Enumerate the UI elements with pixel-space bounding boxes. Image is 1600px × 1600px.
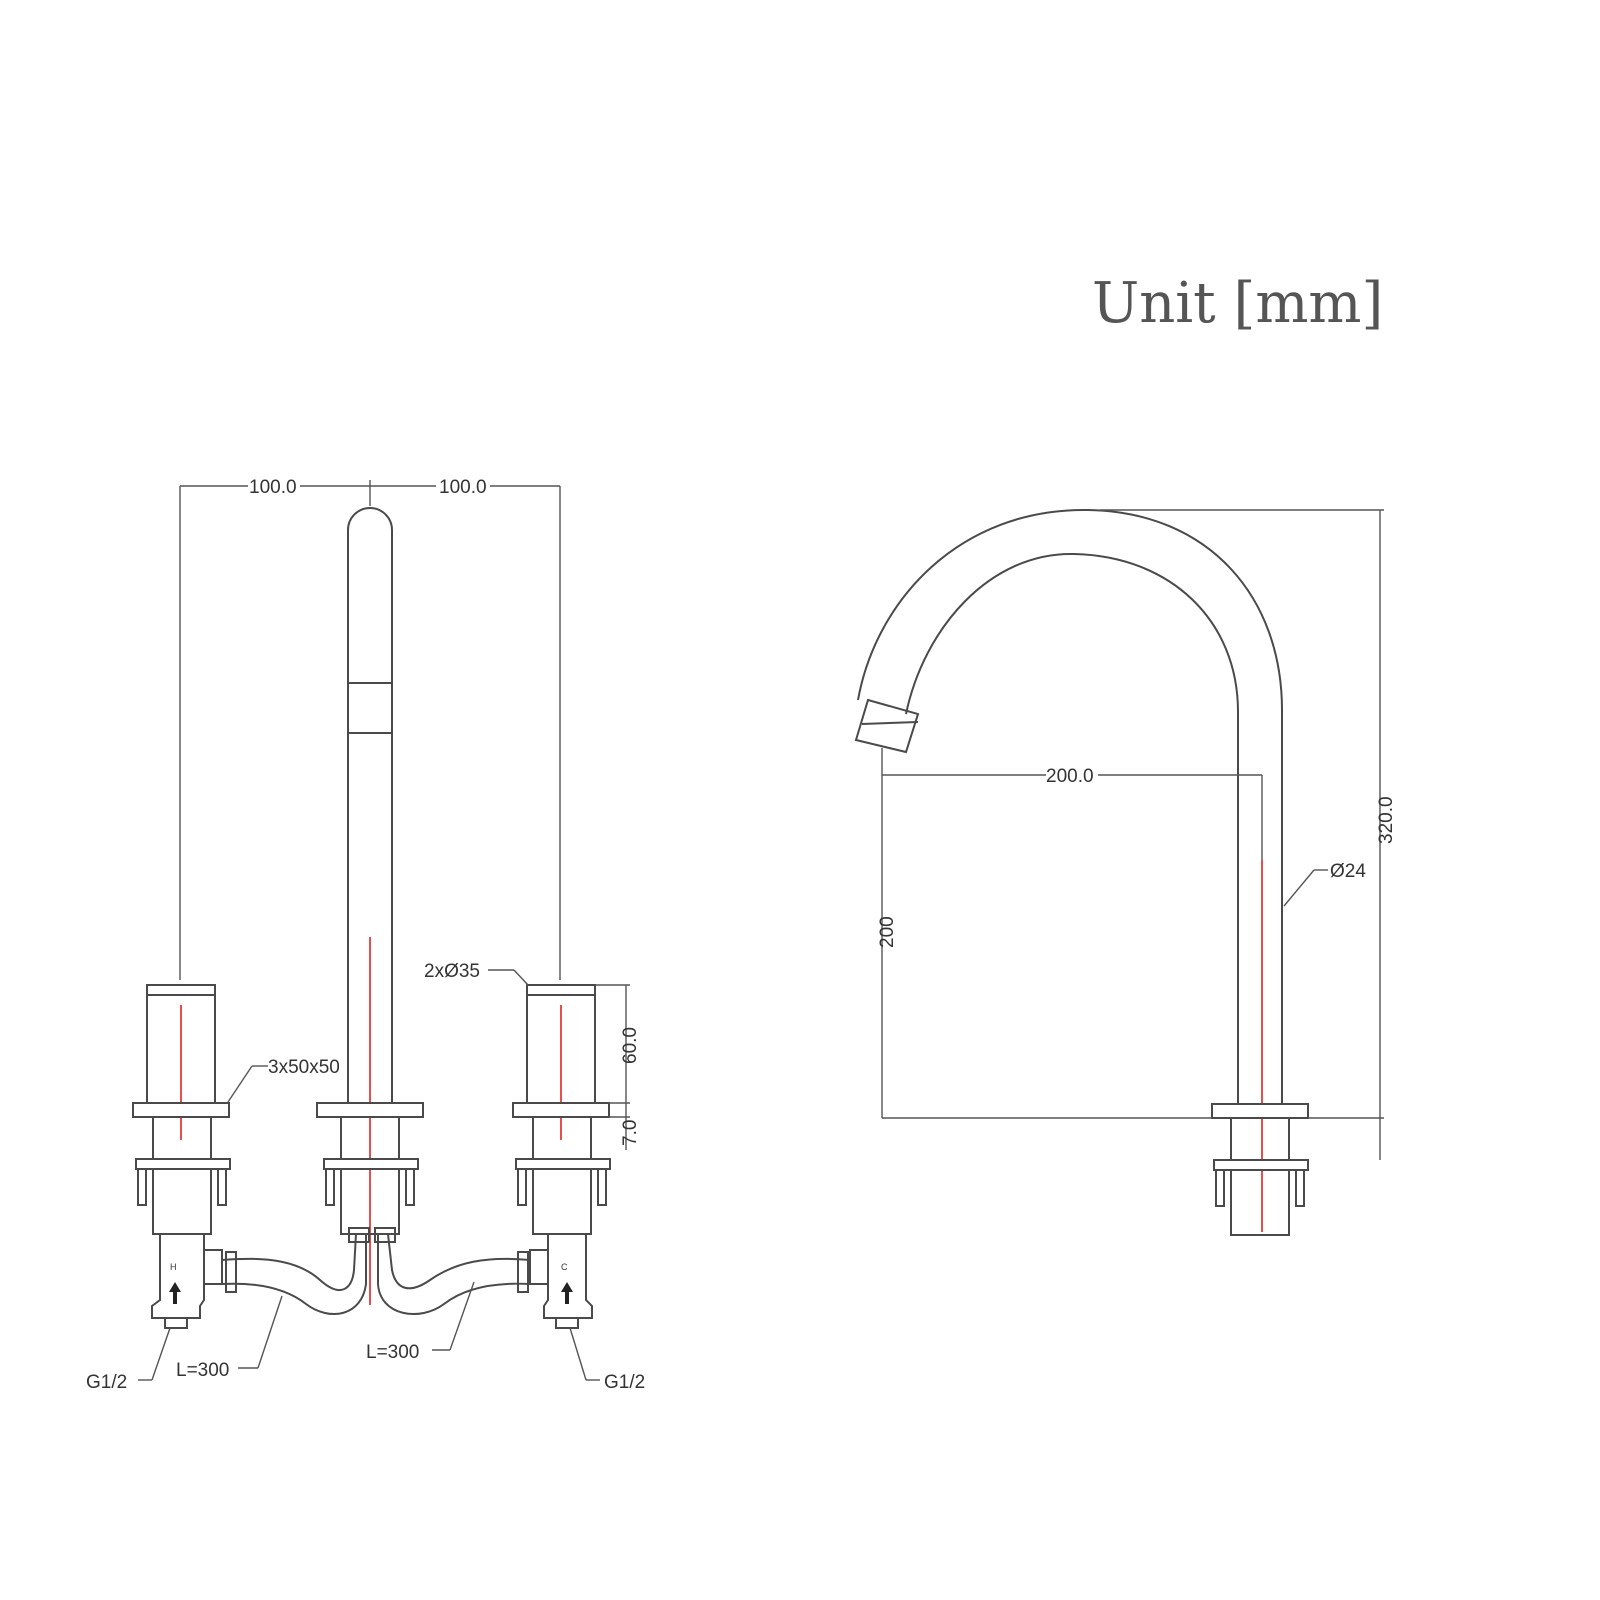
- side-dimensions: 320.0 200 200.0 Ø24: [877, 509, 1397, 1160]
- cold-mark: C: [561, 1262, 568, 1272]
- handle-height-label: 60.0: [620, 1027, 641, 1064]
- hose-left-label: L=300: [176, 1360, 229, 1381]
- left-handle: H: [132, 984, 231, 1329]
- center-spout: [316, 507, 424, 1305]
- connection-leaders: G1/2 L=300 L=300 G1/2: [86, 1281, 645, 1393]
- unit-label: Unit [mm]: [1092, 271, 1383, 336]
- thread-right-label: G1/2: [604, 1372, 645, 1393]
- dim-right-spacing: 100.0: [439, 477, 487, 498]
- reach-label: 200.0: [1046, 766, 1094, 787]
- inlet-arrow-icon: [169, 1282, 181, 1304]
- right-handle: C: [512, 984, 611, 1329]
- total-height-label: 320.0: [1376, 796, 1397, 844]
- thread-left-label: G1/2: [86, 1372, 127, 1393]
- flexible-hoses: [221, 1227, 531, 1316]
- handle-diameter-label: 2xØ35: [424, 961, 480, 982]
- spacing-dimension: 100.0 100.0: [179, 477, 561, 980]
- side-view: 320.0 200 200.0 Ø24: [854, 508, 1397, 1236]
- spout-height-label: 200: [877, 916, 898, 948]
- front-view: 100.0 100.0: [86, 477, 645, 1393]
- inlet-arrow-icon: [561, 1282, 573, 1304]
- plate-thickness-label: 7.0: [620, 1120, 641, 1146]
- hose-right-label: L=300: [366, 1342, 419, 1363]
- dim-left-spacing: 100.0: [249, 477, 297, 498]
- gooseneck-spout: [854, 508, 1309, 1236]
- pipe-diameter-label: Ø24: [1330, 861, 1366, 882]
- handle-dimensions: 2xØ35 60.0 7.0 3x50x50: [227, 961, 641, 1150]
- hot-mark: H: [170, 1262, 177, 1272]
- plate-size-label: 3x50x50: [268, 1057, 340, 1078]
